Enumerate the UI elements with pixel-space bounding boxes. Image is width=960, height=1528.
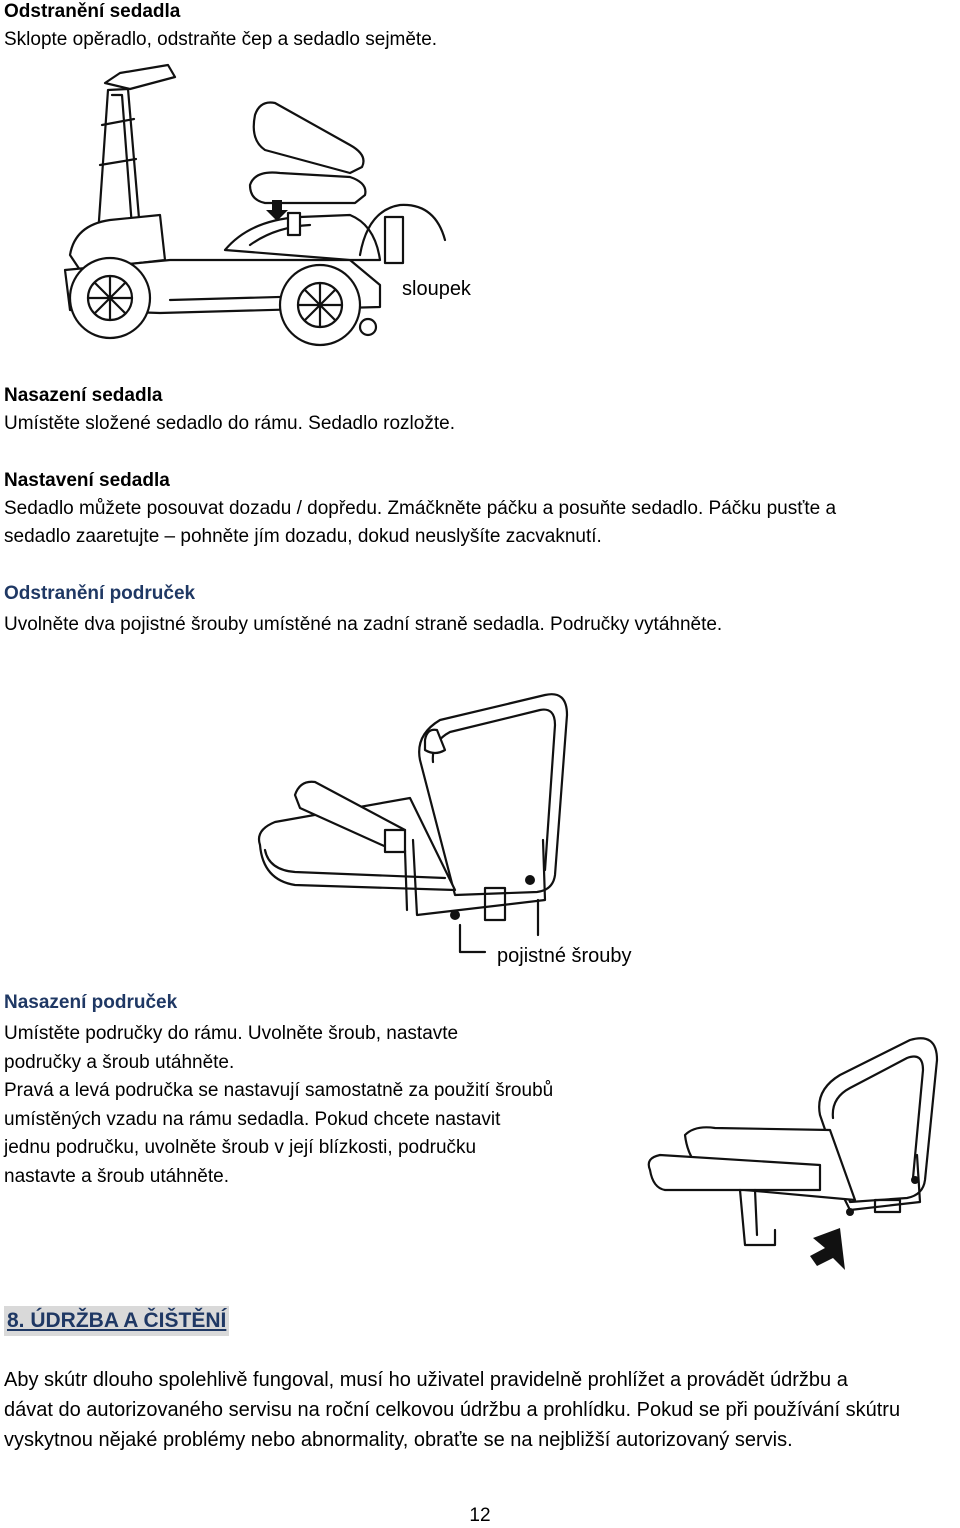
armrest-mounting-line-1: Umístěte područky do rámu. Uvolněte šrou… xyxy=(4,1023,459,1044)
armrest-mounting-heading: Nasazení područek xyxy=(4,992,178,1013)
seat-adjust-line-2: sedadlo zaaretujte – pohněte jím dozadu,… xyxy=(4,526,602,547)
maintenance-line-1: Aby skútr dlouho spolehlivě fungoval, mu… xyxy=(4,1369,848,1391)
armrest-mounting-line-5: jednu područku, uvolněte šroub v její bl… xyxy=(4,1137,477,1158)
armrest-mounting-line-3: Pravá a levá područka se nastavují samos… xyxy=(4,1080,554,1101)
armrest-mounting-line-4: umístěných vzadu na rámu sedadla. Pokud … xyxy=(4,1109,501,1130)
maintenance-heading: 8. ÚDRŽBA A ČIŠTĚNÍ xyxy=(4,1306,230,1336)
armrest-removal-heading: Odstranění područek xyxy=(4,583,196,604)
seat-mounting-text: Umístěte složené sedadlo do rámu. Sedadl… xyxy=(4,413,455,434)
seat-adjust-line-1: Sedadlo můžete posouvat dozadu / dopředu… xyxy=(4,498,837,519)
seat-removal-heading: Odstranění sedadla xyxy=(4,1,181,22)
post-label: sloupek xyxy=(402,278,471,300)
armrest-mounting-line-2: područky a šroub utáhněte. xyxy=(4,1052,235,1073)
seat-armrest-illustration xyxy=(257,693,569,954)
armrest-removal-text: Uvolněte dva pojistné šrouby umístěné na… xyxy=(4,614,723,635)
seat-adjust-heading: Nastavení sedadla xyxy=(4,470,170,491)
seat-armrest-adjust-illustration xyxy=(647,1037,939,1270)
lock-screws-label: pojistné šrouby xyxy=(497,945,632,967)
maintenance-line-2: dávat do autorizovaného servisu na roční… xyxy=(4,1399,901,1421)
seat-removal-text: Sklopte opěradlo, odstraňte čep a sedadl… xyxy=(4,29,438,50)
armrest-mounting-line-6: nastavte a šroub utáhněte. xyxy=(4,1166,229,1187)
scooter-illustration xyxy=(63,63,447,347)
page-number: 12 xyxy=(469,1505,491,1526)
maintenance-line-3: vyskytnou nějaké problémy nebo abnormali… xyxy=(4,1429,793,1451)
seat-mounting-heading: Nasazení sedadla xyxy=(4,385,163,406)
